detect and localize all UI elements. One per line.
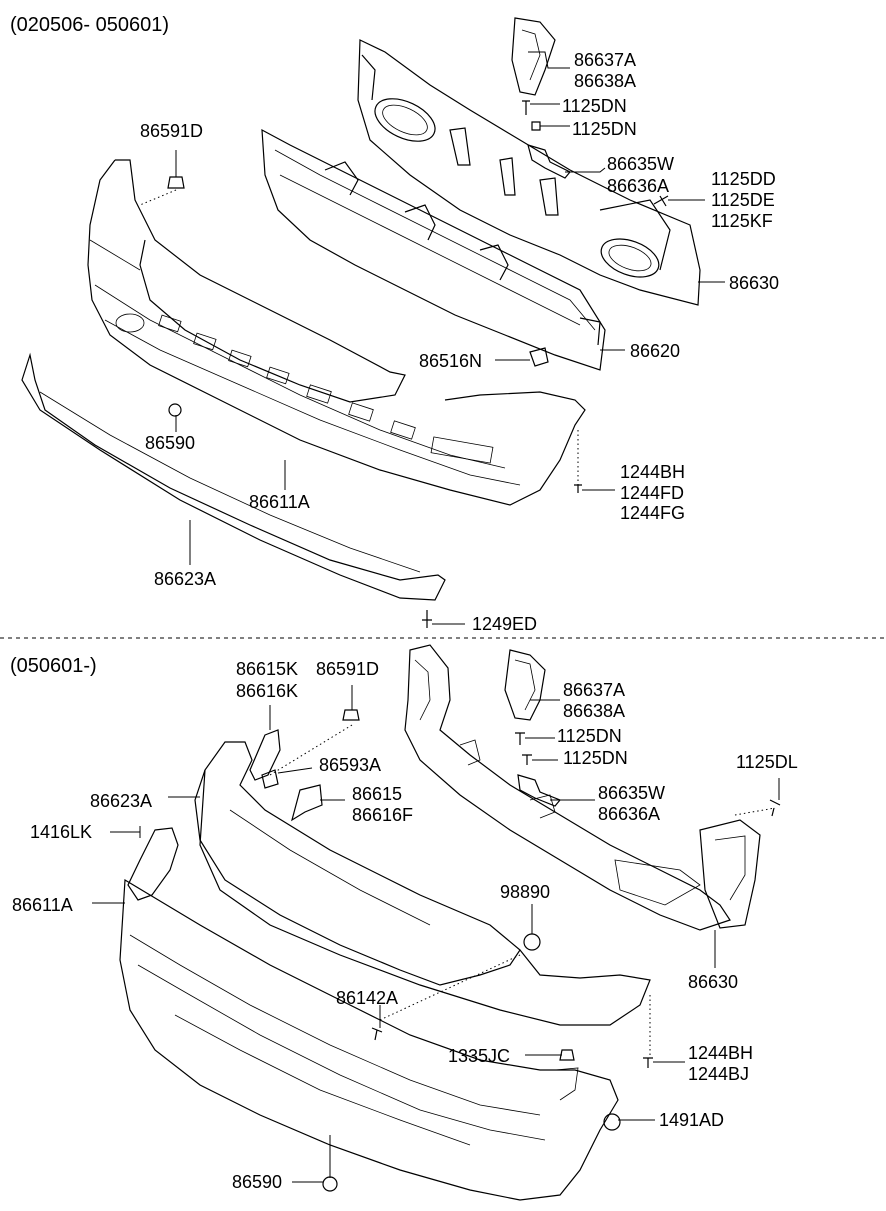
part-label-86623A-old: 86623A [154,569,217,589]
part-label-1125DN-old-a: 1125DN [562,96,627,116]
part-label-1416LK-new: 1416LK [30,822,93,842]
bolt-icon-1125DN-old-b [531,121,541,131]
nut-icon-1335JC-new [559,1049,575,1061]
bolt-icon-86142A-new [371,1027,383,1041]
part-label-1335JC-new: 1335JC [448,1046,511,1066]
bracket-86615K-new [249,729,281,781]
part-label-86630-old: 86630 [729,273,780,293]
part-label-86623A-new: 86623A [90,791,153,811]
absorber-86620-old [261,128,606,371]
grommet-icon-98890-new [523,933,541,951]
bumper-cover-86611A-old [87,159,586,506]
part-label-86591D-old: 86591D [140,121,204,141]
part-label-86616F-new: 86616F [352,805,414,825]
part-label-1125DD-old: 1125DD [711,169,776,189]
part-label-86611A-new: 86611A [12,895,73,915]
part-label-1125DE-old: 1125DE [711,190,775,210]
part-label-1244BH-new: 1244BH [688,1043,754,1063]
part-label-86636A-new: 86636A [598,804,661,824]
nut-icon-86591D-new [342,709,360,721]
part-label-86591D-new: 86591D [316,659,380,679]
part-label-86615-new: 86615 [352,784,403,804]
part-label-1125DL-new: 1125DL [736,752,798,772]
bumper-cover-86611A-new [119,878,619,1201]
part-label-86590-new: 86590 [232,1172,283,1192]
bracket-86637A-new [504,649,546,721]
grommet-icon-1491AD-new [603,1113,621,1131]
bolt-icon-1244BH-old [574,484,582,493]
leader-lines-new [92,685,780,1183]
side-bracket-1416LK [127,827,179,901]
part-label-86636A-old: 86636A [607,176,670,196]
part-label-86635W-old: 86635W [607,154,675,174]
part-label-1244BH-old: 1244BH [620,462,686,482]
part-label-1491AD-new: 1491AD [659,1110,725,1130]
part-label-1244FD-old: 1244FD [620,483,685,503]
grommet-icon-86590-new [322,1176,338,1192]
clip-icon-86635W-old [527,144,571,179]
part-label-1125KF-old: 1125KF [711,211,773,231]
part-label-86516N-old: 86516N [419,351,483,371]
part-label-86593A-new: 86593A [319,755,382,775]
part-label-86611A-old: 86611A [249,492,310,512]
section-header-new: (050601-) [10,655,97,677]
section-header-old: (020506- 050601) [10,14,170,36]
part-label-86638A-new: 86638A [563,701,626,721]
clip-icon-86615-new [291,784,323,822]
clip-icon-86635W-new [517,774,561,807]
part-label-86638A-old: 86638A [574,71,637,91]
part-label-86616K-new: 86616K [236,681,299,701]
bolt-icon-1125DL-new [769,799,781,817]
clip-icon-86593A-new [261,769,279,789]
part-label-86142A-new: 86142A [336,988,399,1008]
part-label-1249ED-old: 1249ED [472,614,538,634]
bumper-beam-86630-new [404,644,761,931]
clip-icon-86516N-old [529,347,549,367]
bumper-cover-86623A-new [194,741,651,1026]
bolt-icon-1125DN-new-a [515,732,525,745]
leader-lines-old [139,51,725,625]
part-label-86630-new: 86630 [688,972,739,992]
nut-icon-86591D-old [167,176,185,189]
part-label-1244FG-old: 1244FG [620,503,686,523]
lower-lip-86623A-old [21,352,446,601]
bracket-86637A-old [511,17,556,96]
bolt-icon-1244BH-new [643,1057,653,1068]
bumper-beam-86630-old [357,39,701,306]
part-label-86615K-new: 86615K [236,659,299,679]
part-label-98890-new: 98890 [500,882,551,902]
part-label-1125DN-new-b: 1125DN [563,748,628,768]
bolt-icon-1125DN-old-a [522,100,530,115]
part-label-1244BJ-new: 1244BJ [688,1064,750,1084]
part-label-86590-old: 86590 [145,433,196,453]
part-label-86637A-new: 86637A [563,680,626,700]
part-label-86635W-new: 86635W [598,783,666,803]
grommet-icon-86590-old [168,403,182,417]
bolt-icon-1125DD-old [653,195,669,207]
bolt-icon-1125DN-new-b [522,754,532,765]
part-label-1125DN-old-b: 1125DN [572,119,637,139]
part-label-1125DN-new-a: 1125DN [557,726,622,746]
part-label-86620-old: 86620 [630,341,681,361]
bolt-icon-1249ED-old [422,610,432,628]
part-label-86637A-old: 86637A [574,50,637,70]
